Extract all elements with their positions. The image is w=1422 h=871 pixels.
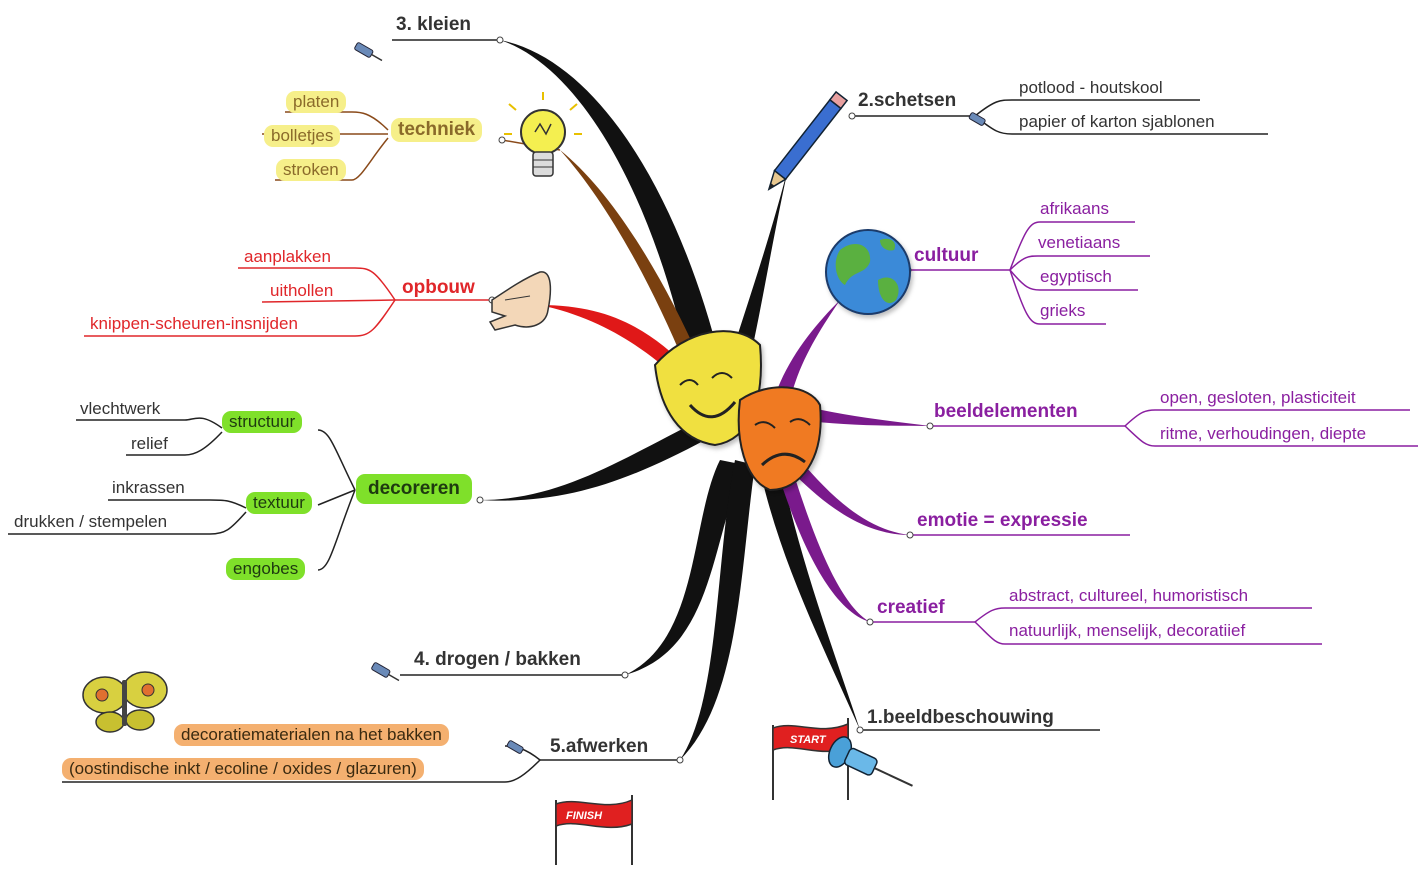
- afwerken-item-2[interactable]: (oostindische inkt / ecoline / oxides / …: [62, 758, 424, 780]
- pushpin-icon: [354, 42, 383, 62]
- afwerken-item-1[interactable]: decoratiemateri­alen na het bakken: [174, 724, 449, 746]
- pushpin-icon: [371, 662, 400, 682]
- branch-label-schetsen[interactable]: 2.schetsen: [858, 90, 957, 111]
- creatief-item-1[interactable]: abstract, cultureel, humoristisch: [1009, 586, 1249, 605]
- branch-afwerken: [680, 460, 755, 760]
- branch-label-techniek[interactable]: techniek: [391, 118, 483, 142]
- pencil-icon: [767, 90, 849, 191]
- finish-flag-icon: FINISH: [555, 795, 633, 865]
- cultuur-item-egyptisch[interactable]: egyptisch: [1040, 267, 1112, 286]
- decoreren-sub-textuur[interactable]: textuur: [246, 492, 312, 514]
- branch-decoreren: [480, 420, 705, 501]
- schetsen-item-1[interactable]: potlood - houtskool: [1019, 78, 1163, 97]
- branch-label-decoreren[interactable]: decoreren: [356, 474, 472, 504]
- tragedy-mask-icon: [737, 386, 822, 492]
- start-flag-pushpin-icon: START: [772, 718, 913, 800]
- branch-label-cultuur[interactable]: cultuur: [914, 245, 979, 266]
- butterfly-icon: [82, 671, 168, 733]
- start-flag-text: START: [790, 734, 827, 746]
- structuur-item-vlechtwerk[interactable]: vlechtwerk: [80, 399, 161, 418]
- techniek-item-bolletjes[interactable]: bolletjes: [264, 125, 341, 147]
- textuur-item-inkrassen[interactable]: inkrassen: [112, 478, 185, 497]
- branch-beeldelementen: [800, 405, 930, 426]
- comedy-mask-icon: [653, 330, 762, 447]
- branch-drogen: [625, 460, 745, 675]
- beeldelementen-item-1[interactable]: open, gesloten, plasticiteit: [1160, 388, 1356, 407]
- branch-label-beeldbeschouwing[interactable]: 1.beeldbeschouwing: [867, 707, 1054, 728]
- branch-label-creatief[interactable]: creatief: [877, 597, 945, 618]
- techniek-item-stroken[interactable]: stroken: [276, 159, 346, 181]
- cultuur-item-grieks[interactable]: grieks: [1040, 301, 1086, 320]
- creatief-item-2[interactable]: natuurlijk, menselijk, decoratiief: [1009, 621, 1246, 640]
- opbouw-item-aanplakken[interactable]: aanplakken: [244, 247, 331, 266]
- pushpin-icon: [506, 740, 524, 754]
- finish-flag-text: FINISH: [566, 810, 603, 822]
- pushpin-icon: [968, 112, 986, 126]
- pointing-hand-icon: [488, 271, 552, 331]
- branch-label-opbouw[interactable]: opbouw: [402, 277, 475, 298]
- branch-beeldbeschouwing: [760, 465, 860, 730]
- branch-label-afwerken[interactable]: 5.afwerken: [550, 736, 649, 757]
- branch-label-emotie[interactable]: emotie = expressie: [917, 510, 1088, 531]
- lightbulb-icon: [504, 92, 582, 177]
- beeldelementen-item-2[interactable]: ritme, verhoudingen, diepte: [1160, 424, 1367, 443]
- techniek-item-platen[interactable]: platen: [286, 91, 347, 113]
- decoreren-sub-engobes[interactable]: engobes: [226, 558, 306, 580]
- structuur-item-relief[interactable]: relief: [131, 434, 168, 453]
- branch-label-drogen[interactable]: 4. drogen / bakken: [414, 649, 581, 670]
- textuur-item-drukken[interactable]: drukken / stempelen: [14, 512, 168, 531]
- schetsen-item-2[interactable]: papier of karton sjablonen: [1019, 112, 1215, 131]
- cultuur-item-venetiaans[interactable]: venetiaans: [1038, 233, 1121, 252]
- decoreren-sub-structuur[interactable]: structuur: [222, 411, 303, 433]
- globe-icon: [825, 229, 911, 315]
- opbouw-item-uithollen[interactable]: uithollen: [270, 281, 334, 300]
- branch-label-kleien[interactable]: 3. kleien: [396, 14, 471, 35]
- branch-schetsen-link: [725, 160, 790, 380]
- branch-label-beeldelementen[interactable]: beeldelementen: [934, 401, 1078, 422]
- branch-cultuur: [775, 300, 840, 400]
- opbouw-item-knippen[interactable]: knippen-scheuren-insnijden: [90, 314, 298, 333]
- branch-creatief: [780, 478, 870, 622]
- branch-techniek: [560, 150, 700, 365]
- cultuur-item-afrikaans[interactable]: afrikaans: [1040, 199, 1109, 218]
